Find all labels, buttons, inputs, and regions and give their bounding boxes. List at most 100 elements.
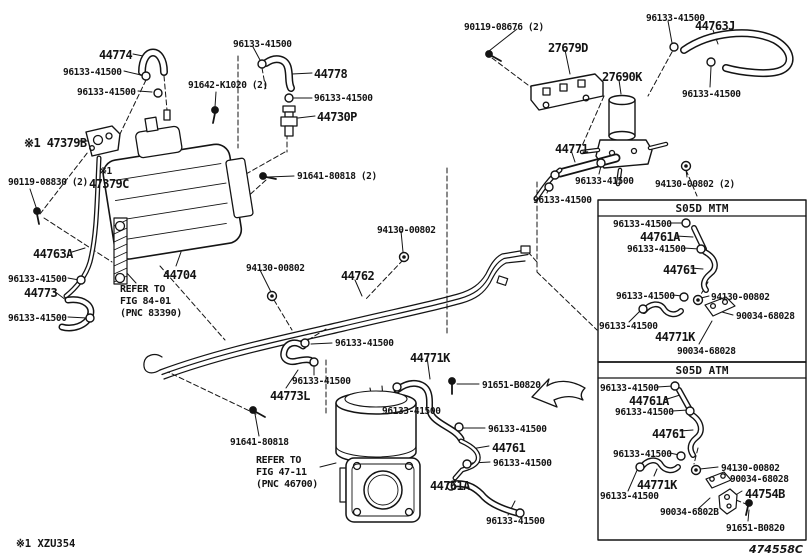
pipe-44761-main <box>452 438 481 481</box>
hatched-bracket <box>113 217 128 285</box>
part-label: ※1 <box>99 166 112 177</box>
direction-arrow <box>531 378 586 408</box>
part-label: 96133-41500 <box>682 89 741 100</box>
hose-44761a-main <box>449 480 521 517</box>
part-label: 44771K <box>410 351 450 365</box>
part-label: 96133-41500 <box>533 195 592 206</box>
canister-46700 <box>335 385 421 523</box>
part-label: 44704 <box>163 268 197 282</box>
part-label: 96133-41500 <box>600 383 659 394</box>
fitting-44730p <box>280 105 298 137</box>
part-label: 96133-41500 <box>314 93 373 104</box>
bracket-27679d <box>530 73 604 111</box>
part-label: 44771 <box>555 142 589 156</box>
part-label: 96133-41500 <box>575 176 634 187</box>
bolt-90119-08676 <box>485 50 502 62</box>
part-label: 44754B <box>745 487 785 501</box>
pipe-47379c-hose-44763a <box>63 155 102 299</box>
part-label: ※1 47379B <box>24 136 87 150</box>
part-label: 96133-41500 <box>486 516 545 527</box>
part-label: 44761 <box>663 263 697 277</box>
part-label: 90119-08830 (2) <box>8 177 88 188</box>
part-label: 44771K <box>637 478 677 492</box>
hose-44774 <box>138 48 168 76</box>
part-label: 96133-41500 <box>615 407 674 418</box>
vsv-valve-27690k <box>579 94 669 187</box>
variant-note: ※1 XZU354 <box>16 538 76 550</box>
part-label: 96133-41500 <box>613 219 672 230</box>
part-label: 44763J <box>695 19 735 33</box>
part-label: 96133-41500 <box>63 67 122 78</box>
part-label: 44763A <box>33 247 73 261</box>
part-label: 94130-00802 <box>377 225 436 236</box>
part-label: 96133-41500 <box>77 87 136 98</box>
diagram-code: 474558C <box>749 543 803 556</box>
part-label: 96133-41500 <box>8 274 67 285</box>
hose-44763j <box>680 29 794 78</box>
part-label: 44773L <box>270 389 310 403</box>
bolts <box>33 50 753 516</box>
part-label: 90034-68028 <box>730 474 789 485</box>
part-label: 96133-41500 <box>613 449 672 460</box>
bolt-90119-08830 <box>33 207 41 225</box>
part-label: 94130-00802 (2) <box>655 179 735 190</box>
part-label: 44761A <box>629 394 669 408</box>
part-label: 90034-6802B <box>660 507 719 518</box>
atm-inset-parts <box>638 387 738 515</box>
part-label: 96133-41500 <box>488 424 547 435</box>
part-label: 94130-00802 <box>721 463 780 474</box>
grommets <box>266 160 704 476</box>
bolt-91651-b0820-main <box>448 377 456 395</box>
part-label: 96133-41500 <box>493 458 552 469</box>
part-label: 90119-08676 (2) <box>464 22 544 33</box>
bolt-91641-80818-lower <box>249 406 266 418</box>
part-label: 94130-00802 <box>711 292 770 303</box>
part-label: 91651-B0820 <box>726 523 785 534</box>
part-label: 27690K <box>602 70 642 84</box>
hose-44773l <box>280 339 317 367</box>
part-label: 27679D <box>548 41 588 55</box>
part-label: 44774 <box>99 48 133 62</box>
part-label: 90034-68028 <box>677 346 736 357</box>
part-label: 47379C <box>89 177 129 191</box>
part-label: 44778 <box>314 67 348 81</box>
part-label: 91641-80818 (2) <box>297 171 377 182</box>
bolt-91651-b0820-atm <box>745 499 753 516</box>
part-label: 44761A <box>430 479 470 493</box>
bracket-47379b <box>85 125 121 157</box>
part-label: 96133-41500 <box>646 13 705 24</box>
part-label: 96133-41500 <box>600 491 659 502</box>
bracket-44754b <box>718 488 738 515</box>
hose-44771k-main <box>393 380 465 443</box>
air-cleaner-tank <box>102 116 254 260</box>
tank-stud <box>163 109 171 121</box>
part-label: 94130-00802 <box>246 263 305 274</box>
part-label: 96133-41500 <box>335 338 394 349</box>
inset-box-title-atm: S05D ATM <box>675 364 729 377</box>
part-label: 96133-41500 <box>627 244 686 255</box>
part-label: 44730P <box>317 110 357 124</box>
part-label: 96133-41500 <box>599 321 658 332</box>
pipe-bundle-44762 <box>143 245 531 380</box>
part-label: 44761A <box>640 230 680 244</box>
part-label: 44771K <box>655 330 695 344</box>
hose-44778 <box>262 55 295 92</box>
bolt-91642-k1020 <box>211 106 219 124</box>
part-label: 91641-80818 <box>230 437 289 448</box>
part-label: 96133-41500 <box>382 406 441 417</box>
part-label: 44761 <box>492 441 526 455</box>
part-label: 96133-41500 <box>233 39 292 50</box>
part-label: 91642-K1020 (2) <box>188 80 268 91</box>
part-label: 44762 <box>341 269 375 283</box>
inset-box-atm <box>597 361 807 541</box>
part-label: 44761 <box>652 427 686 441</box>
part-label: 90034-68028 <box>736 311 795 322</box>
inset-box-title-mtm: S05D MTM <box>675 202 729 215</box>
part-label: 91651-B0820 <box>482 380 541 391</box>
bolt-91641-80818-upper <box>259 172 277 180</box>
part-label: 44773 <box>24 286 58 300</box>
